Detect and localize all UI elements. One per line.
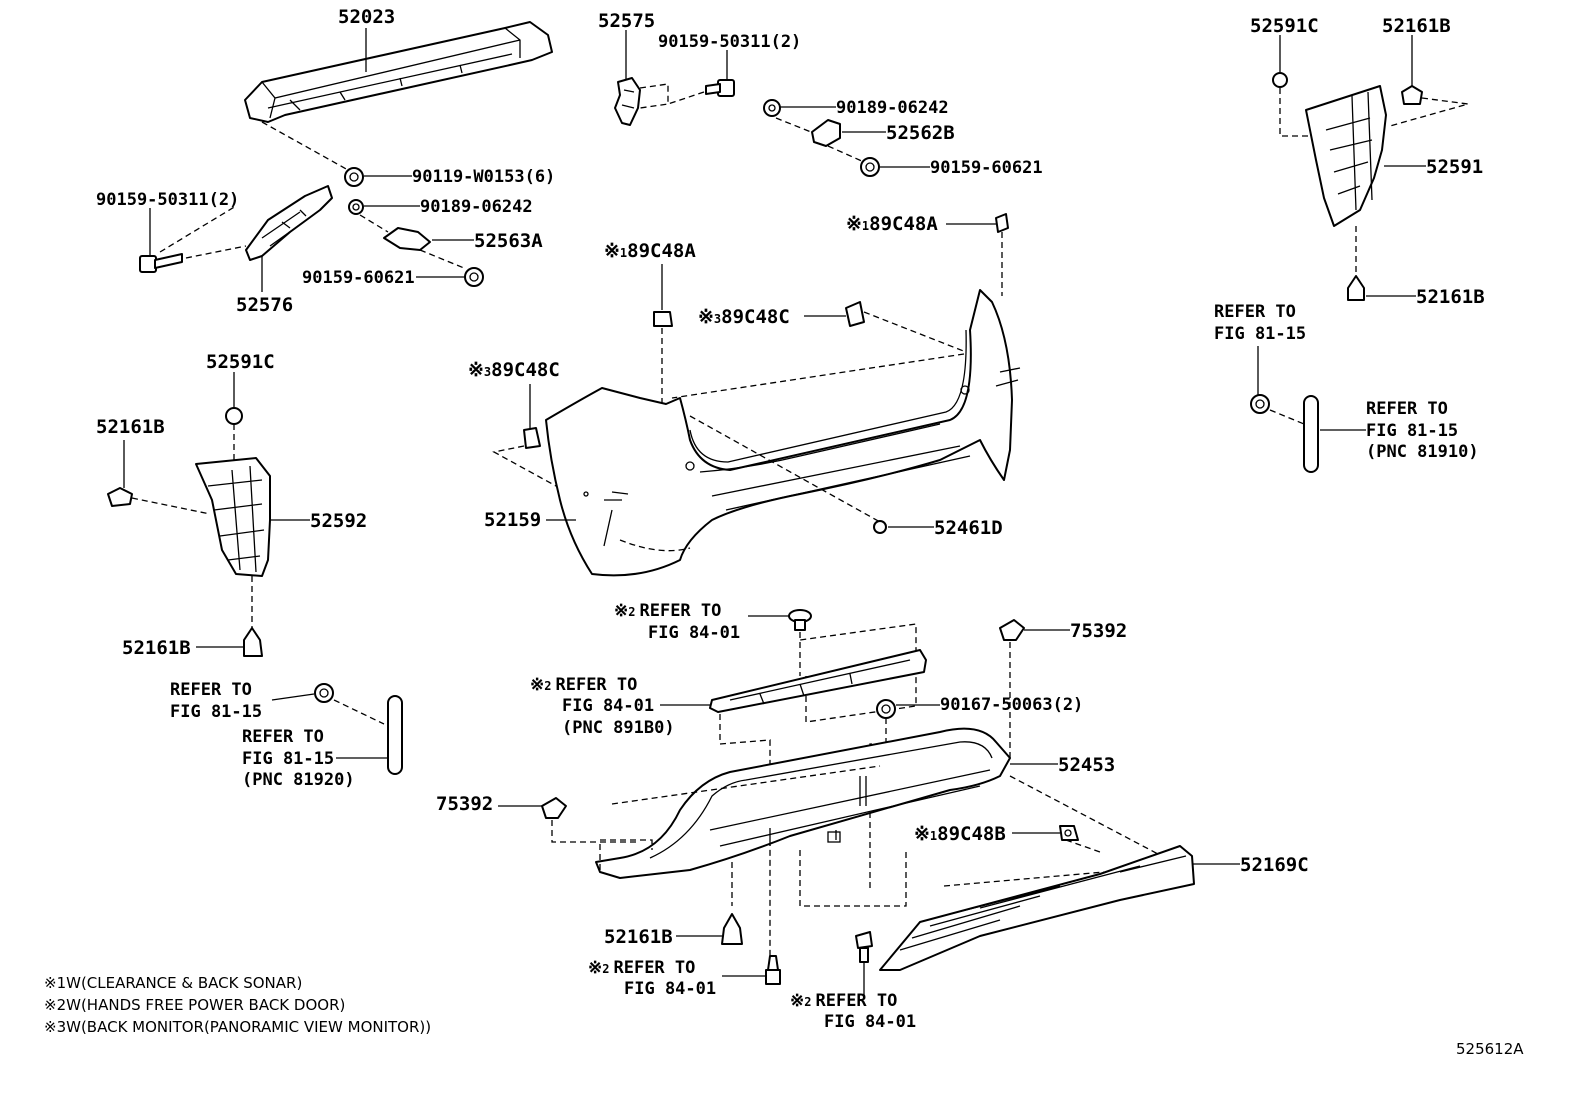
clip-52161B-right-top[interactable] — [1401, 85, 1423, 105]
note-3: ※3W(BACK MONITOR(PANORAMIC VIEW MONITOR)… — [44, 1018, 431, 1036]
label-52159: 52159 — [484, 509, 541, 531]
clip-52591C-right[interactable] — [1272, 72, 1288, 88]
clip-52161B-right-bottom[interactable] — [1347, 275, 1365, 301]
bolt-90159-60621-left[interactable] — [464, 267, 484, 287]
clip-52461D[interactable] — [873, 520, 887, 534]
bolt-90119-W0153[interactable] — [344, 167, 364, 187]
sensor-bracket-891B0[interactable] — [709, 649, 927, 713]
ref-left-reflector-line3: (PNC 81920) — [242, 770, 355, 790]
label-89C48B: ※189C48B — [914, 823, 1006, 845]
clip-52161B-bottom[interactable] — [721, 913, 743, 945]
mudguard-52591[interactable] — [1305, 85, 1387, 227]
mudguard-52592[interactable] — [195, 457, 271, 577]
label-52161B-right-top: 52161B — [1382, 15, 1451, 37]
clip-89C48A-right[interactable] — [995, 213, 1009, 233]
bracket-52563A[interactable] — [383, 227, 431, 251]
label-52592: 52592 — [310, 510, 367, 532]
clip-52591C-left[interactable] — [225, 407, 243, 425]
bolt-90159-60621-right[interactable] — [860, 157, 880, 177]
bumper-garnish-52169C[interactable] — [879, 845, 1195, 971]
bumper-lower-52453[interactable] — [595, 727, 1011, 879]
bolt-refer-84-01-bottom[interactable] — [765, 955, 781, 985]
ref-left-clip-line2: FIG 81-15 — [170, 702, 262, 722]
ref-right-reflector-line2: FIG 81-15 — [1366, 421, 1458, 441]
label-52161B-bottom: 52161B — [604, 926, 673, 948]
bumper-cover-52159[interactable] — [545, 289, 1021, 577]
ref-left-clip-line1: REFER TO — [170, 680, 252, 700]
label-90159-60621-right: 90159-60621 — [930, 158, 1043, 178]
ref-left-reflector-line1: REFER TO — [242, 727, 324, 747]
note-2: ※2W(HANDS FREE POWER BACK DOOR) — [44, 996, 345, 1014]
bracket-52562B[interactable] — [811, 119, 841, 147]
label-52591C-left: 52591C — [206, 351, 275, 373]
label-52562B: 52562B — [886, 122, 955, 144]
ref-left-reflector-line2: FIG 81-15 — [242, 749, 334, 769]
bolt-90159-50311-top[interactable] — [705, 79, 735, 97]
ref-sensor-line3: (PNC 891B0) — [562, 718, 675, 738]
ref-bottom-bolt-line2: FIG 84-01 — [624, 979, 716, 999]
clip-89C48A-center[interactable] — [653, 311, 673, 327]
clip-89C48C-right[interactable] — [845, 301, 865, 327]
label-90167-50063: 90167-50063(2) — [940, 695, 1083, 715]
label-90159-50311-left: 90159-50311(2) — [96, 190, 239, 210]
bolt-90159-50311-left[interactable] — [139, 253, 183, 273]
label-89C48A-center: ※189C48A — [604, 240, 696, 262]
ref-right-clip-line2: FIG 81-15 — [1214, 324, 1306, 344]
ref-right-clip-line1: REFER TO — [1214, 302, 1296, 322]
clip-52161B-left-top[interactable] — [107, 487, 133, 507]
nut-90167-50063[interactable] — [876, 699, 896, 719]
diagram-id: 525612A — [1456, 1040, 1524, 1058]
reflector-81910[interactable] — [1303, 395, 1319, 473]
label-52591: 52591 — [1426, 156, 1483, 178]
ref-right-reflector-line3: (PNC 81910) — [1366, 442, 1479, 462]
clip-52161B-left-bottom[interactable] — [243, 627, 263, 657]
label-52576: 52576 — [236, 294, 293, 316]
ref-bottom-clip-line2: FIG 84-01 — [824, 1012, 916, 1032]
label-90159-60621-left: 90159-60621 — [302, 268, 415, 288]
label-89C48C-left: ※389C48C — [468, 359, 560, 381]
label-89C48C-right: ※389C48C — [698, 306, 790, 328]
clip-refer-84-01-bottom[interactable] — [855, 931, 873, 963]
label-52591C-right: 52591C — [1250, 15, 1319, 37]
reinforcement-beam-52023[interactable] — [244, 21, 553, 123]
clip-refer-81-15-left[interactable] — [314, 683, 334, 703]
clip-89C48B[interactable] — [1059, 825, 1079, 841]
label-52169C: 52169C — [1240, 854, 1309, 876]
ref-right-reflector-line1: REFER TO — [1366, 399, 1448, 419]
clip-75392-right[interactable] — [999, 619, 1025, 641]
label-90189-06242-left: 90189-06242 — [420, 197, 533, 217]
notes: ※1W(CLEARANCE & BACK SONAR) ※2W(HANDS FR… — [44, 974, 431, 1036]
label-52563A: 52563A — [474, 230, 543, 252]
bracket-52575[interactable] — [614, 77, 641, 126]
clip-75392-left[interactable] — [541, 797, 567, 819]
note-1: ※1W(CLEARANCE & BACK SONAR) — [44, 974, 302, 992]
ref-sensor-line2: FIG 84-01 — [562, 696, 654, 716]
label-75392-right: 75392 — [1070, 620, 1127, 642]
nut-90189-06242-left[interactable] — [348, 199, 364, 215]
nut-90189-06242-right[interactable] — [763, 99, 781, 117]
label-52161B-left-top: 52161B — [96, 416, 165, 438]
clip-89C48C-left[interactable] — [523, 427, 541, 449]
bracket-52576[interactable] — [245, 185, 333, 261]
label-52461D: 52461D — [934, 517, 1003, 539]
label-52023: 52023 — [338, 6, 395, 28]
label-90119-W0153: 90119-W0153(6) — [412, 167, 555, 187]
clip-refer-81-15-right[interactable] — [1250, 394, 1270, 414]
label-75392-left: 75392 — [436, 793, 493, 815]
label-52575: 52575 — [598, 10, 655, 32]
label-52161B-left-bottom: 52161B — [122, 637, 191, 659]
label-52453: 52453 — [1058, 754, 1115, 776]
ref-top-clip-line2: FIG 84-01 — [648, 623, 740, 643]
label-90159-50311-top: 90159-50311(2) — [658, 32, 801, 52]
clip-refer-84-01-top[interactable] — [788, 609, 812, 631]
label-90189-06242-right: 90189-06242 — [836, 98, 949, 118]
label-52161B-right-bottom: 52161B — [1416, 286, 1485, 308]
label-89C48A-right: ※189C48A — [846, 213, 938, 235]
reflector-81920[interactable] — [387, 695, 403, 775]
